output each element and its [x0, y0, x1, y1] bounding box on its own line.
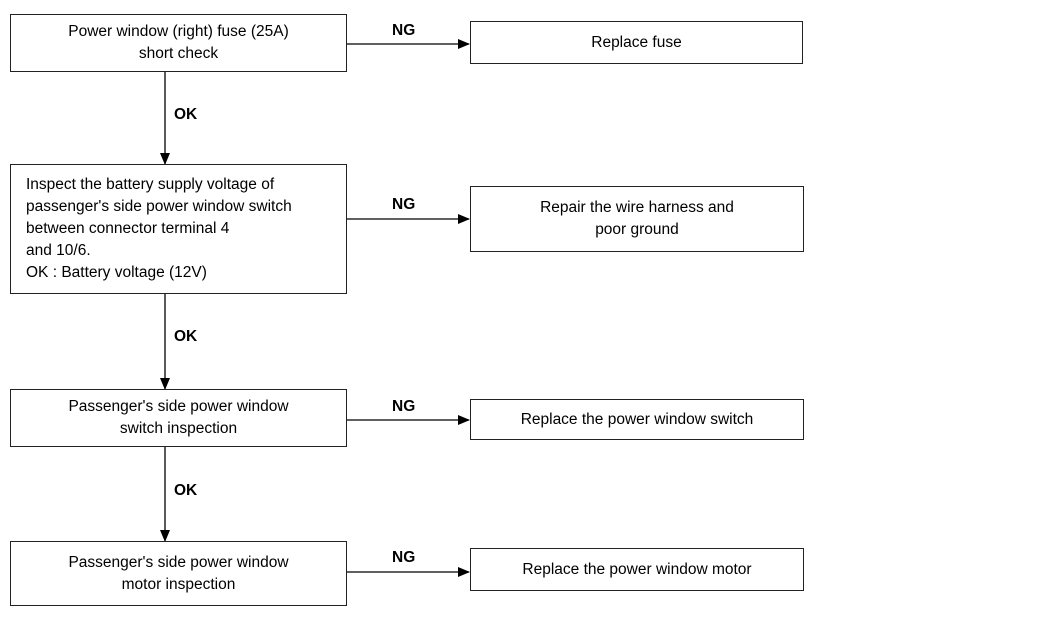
- ng-label-3: NG: [392, 398, 416, 415]
- check-box-fuse: Power window (right) fuse (25A) short ch…: [10, 14, 347, 72]
- check-box-switch-inspection: Passenger's side power window switch ins…: [10, 389, 347, 447]
- check-box-battery-voltage: Inspect the battery supply voltage of pa…: [10, 164, 347, 294]
- ng-label-1: NG: [392, 22, 416, 39]
- action-box-replace-fuse: Replace fuse: [470, 21, 803, 64]
- ng-label-4: NG: [392, 549, 416, 566]
- ok-label-1: OK: [174, 106, 198, 123]
- action-text-replace-switch: Replace the power window switch: [520, 410, 754, 428]
- check-text-switch-inspection: Passenger's side power window switch ins…: [68, 398, 289, 437]
- action-text-repair-harness: Repair the wire harness and poor ground: [540, 199, 734, 238]
- ok-label-2: OK: [174, 328, 198, 345]
- action-box-repair-harness: Repair the wire harness and poor ground: [470, 186, 804, 252]
- check-box-motor-inspection: Passenger's side power window motor insp…: [10, 541, 347, 606]
- action-text-replace-fuse: Replace fuse: [591, 33, 682, 51]
- ok-label-3: OK: [174, 482, 198, 499]
- action-text-replace-motor: Replace the power window motor: [522, 560, 752, 578]
- ng-label-2: NG: [392, 196, 416, 213]
- check-text-motor-inspection: Passenger's side power window motor insp…: [68, 553, 289, 593]
- action-box-replace-motor: Replace the power window motor: [470, 548, 804, 591]
- check-text-fuse: Power window (right) fuse (25A) short ch…: [68, 23, 289, 62]
- action-box-replace-switch: Replace the power window switch: [470, 399, 804, 440]
- check-text-battery-voltage: Inspect the battery supply voltage of pa…: [26, 176, 292, 281]
